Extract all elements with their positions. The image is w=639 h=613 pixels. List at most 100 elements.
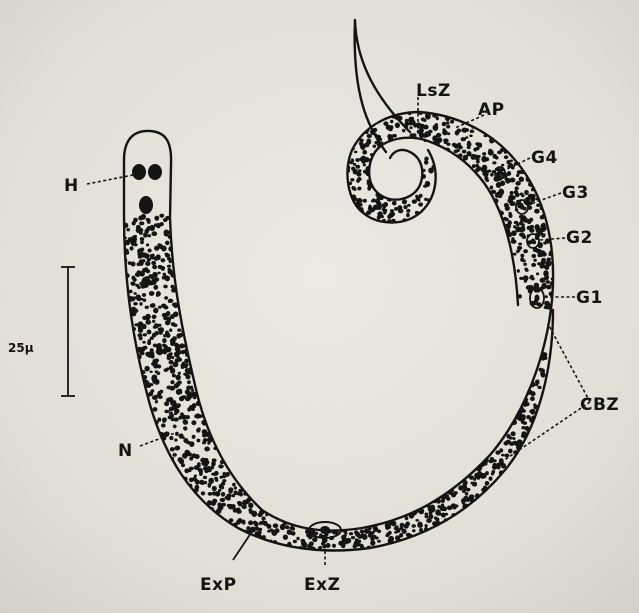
stipple-dot xyxy=(533,259,536,262)
stipple-dot xyxy=(144,366,149,372)
stipple-dot xyxy=(354,530,358,534)
stipple-dot xyxy=(377,215,381,219)
stipple-dot xyxy=(516,250,519,254)
stipple-dot xyxy=(490,186,494,190)
stipple-dot xyxy=(142,293,146,297)
stipple-dot xyxy=(168,397,172,401)
stipple-dot xyxy=(363,169,369,173)
stipple-dot xyxy=(512,437,515,440)
stipple-dot xyxy=(437,505,440,508)
stipple-dot xyxy=(425,181,430,187)
stipple-dot xyxy=(183,420,187,424)
stipple-dot xyxy=(546,260,550,263)
stipple-dot xyxy=(151,231,157,236)
stipple-dot xyxy=(185,363,188,366)
stipple-dot xyxy=(203,466,208,470)
stipple-dot xyxy=(478,144,482,148)
stipple-dot xyxy=(221,503,225,507)
stipple-dot xyxy=(504,454,509,458)
stipple-dot xyxy=(488,459,493,463)
stipple-dot xyxy=(518,243,522,246)
stipple-dot xyxy=(191,389,194,392)
stipple-dot xyxy=(189,386,193,389)
label-g1: G1 xyxy=(576,288,603,308)
label-ap: AP xyxy=(478,100,505,120)
stipple-dot xyxy=(168,360,173,365)
stipple-dot xyxy=(212,486,217,491)
stipple-dot xyxy=(137,248,142,254)
stipple-dot xyxy=(218,489,221,492)
stipple-dot xyxy=(362,150,367,155)
stipple-dot xyxy=(169,386,175,391)
stipple-dot xyxy=(168,415,173,419)
stipple-dot xyxy=(360,529,364,533)
stipple-dot xyxy=(392,201,397,206)
stipple-dot xyxy=(352,187,356,191)
stipple-dot xyxy=(204,481,207,484)
stipple-dot xyxy=(172,374,176,378)
stipple-dot xyxy=(370,540,375,546)
stipple-dot xyxy=(196,439,200,443)
stipple-dot xyxy=(133,240,137,244)
stipple-dot xyxy=(524,190,529,195)
stipple-dot xyxy=(152,395,158,400)
stipple-dot xyxy=(145,261,150,266)
stipple-dot xyxy=(513,225,516,228)
stipple-dot xyxy=(442,122,447,126)
stipple-dot xyxy=(411,524,416,528)
stipple-dot xyxy=(164,431,170,435)
stipple-dot xyxy=(224,496,229,500)
stipple-dot xyxy=(372,199,375,202)
stipple-dot xyxy=(501,164,504,167)
stipple-dot xyxy=(179,433,184,438)
stipple-dot xyxy=(150,303,156,307)
stipple-dot xyxy=(508,449,513,454)
stipple-dot xyxy=(357,187,361,191)
stipple-dot xyxy=(452,143,457,147)
stipple-dot xyxy=(409,126,412,129)
stipple-dot xyxy=(147,341,151,345)
stipple-dot xyxy=(134,243,138,246)
stipple-dot xyxy=(173,425,177,429)
stipple-dot xyxy=(126,228,130,231)
stipple-dot xyxy=(130,246,134,250)
stipple-dot xyxy=(131,261,136,266)
stipple-dot xyxy=(257,513,262,517)
stipple-dot xyxy=(166,347,171,353)
stipple-dot xyxy=(482,473,487,479)
stipple-dot xyxy=(164,401,169,406)
stipple-dot xyxy=(177,381,182,385)
stipple-dot xyxy=(158,306,162,309)
stipple-dot xyxy=(147,257,151,261)
stipple-dot xyxy=(178,457,183,462)
stipple-dot xyxy=(472,482,477,487)
stipple-dot xyxy=(508,195,514,201)
stipple-dot xyxy=(543,241,547,244)
stipple-dot xyxy=(287,529,292,535)
stipple-dot xyxy=(157,349,163,355)
stipple-dot xyxy=(531,254,536,258)
stipple-dot xyxy=(455,130,460,135)
stipple-dot xyxy=(255,526,259,531)
stipple-dot xyxy=(204,446,210,451)
stipple-dot xyxy=(535,227,540,233)
stipple-dot xyxy=(407,204,411,207)
stipple-dot xyxy=(159,214,164,218)
stipple-dot xyxy=(167,257,171,260)
stipple-dot xyxy=(242,505,247,510)
stipple-dot xyxy=(219,476,223,479)
stipple-dot xyxy=(484,177,488,181)
stipple-dot xyxy=(505,206,510,211)
stipple-dot xyxy=(518,227,523,232)
stipple-dot xyxy=(254,522,259,527)
stipple-dot xyxy=(517,246,522,250)
stipple-dot xyxy=(535,379,539,383)
stipple-dot xyxy=(402,129,406,132)
stipple-dot xyxy=(364,528,370,534)
stipple-dot xyxy=(516,174,519,177)
stipple-dot xyxy=(541,251,546,256)
stipple-dot xyxy=(194,414,199,418)
stipple-dot xyxy=(370,536,375,541)
stipple-dot xyxy=(131,282,136,286)
